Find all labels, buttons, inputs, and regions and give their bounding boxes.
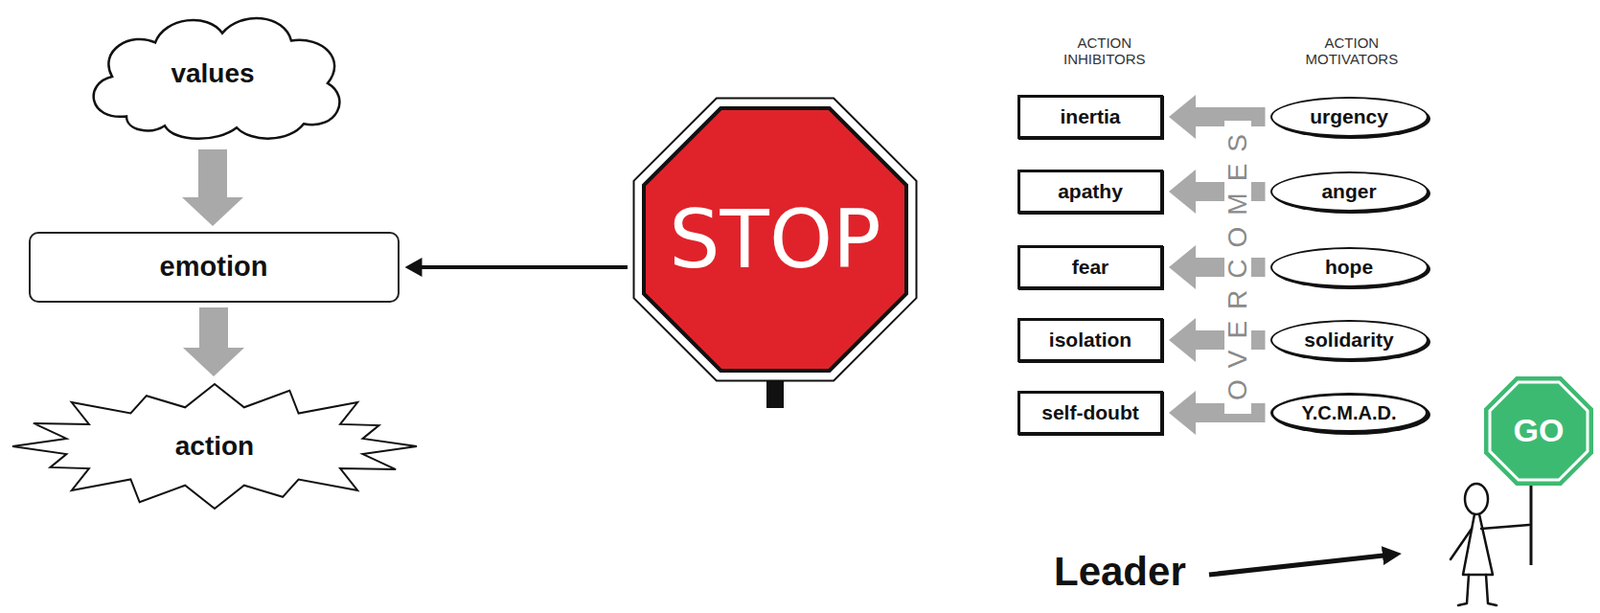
- sign-face: [643, 108, 907, 371]
- node-text: STOP: [668, 195, 881, 284]
- node-text: solidarity: [1303, 328, 1394, 351]
- column-heading: ACTION MOTIVATORS: [1305, 34, 1399, 69]
- node-text: hope: [1325, 255, 1373, 278]
- action-burst: action: [10, 382, 419, 511]
- node-text: Y.C.M.A.D.: [1302, 402, 1397, 424]
- figure-head: [1464, 483, 1488, 515]
- inhibitor-box: isolation: [1017, 318, 1164, 363]
- vertical-label: OVERCOMES: [1224, 120, 1252, 414]
- node-text: isolation: [1049, 328, 1132, 351]
- sign-rim: [1489, 382, 1588, 480]
- sign-rim: [634, 98, 917, 382]
- inhibitor-box: self-doubt: [1017, 390, 1164, 435]
- motivator-oval: hope: [1270, 247, 1429, 288]
- sign-face: [1484, 376, 1594, 486]
- column-heading: ACTION INHIBITORS: [1063, 34, 1146, 69]
- node-text: action: [175, 432, 254, 462]
- node-text: GO: [1513, 412, 1565, 449]
- burst-outline: [12, 384, 417, 509]
- node-text: urgency: [1309, 105, 1389, 128]
- inhibitor-box: apathy: [1017, 169, 1164, 214]
- node-text: values: [170, 59, 254, 90]
- node-text: inertia: [1059, 105, 1120, 128]
- figure-arms: [1450, 525, 1530, 560]
- node-text: anger: [1321, 180, 1376, 203]
- cloud-outline: [93, 18, 341, 139]
- node-text: fear: [1072, 255, 1110, 278]
- node-text: emotion: [160, 251, 269, 283]
- value-cloud: values: [68, 2, 357, 145]
- emotion-box: emotion: [28, 231, 400, 303]
- figure-legs: [1458, 574, 1497, 606]
- inhibitor-box: fear: [1017, 245, 1164, 290]
- arrow-connector: [421, 265, 629, 270]
- leader-arrow: [1209, 555, 1384, 575]
- caption-label: Leader: [1053, 549, 1187, 595]
- go-sign: GO: [1484, 376, 1594, 486]
- motivator-oval: anger: [1270, 171, 1429, 212]
- node-text: self-doubt: [1041, 401, 1139, 424]
- figure-body: [1462, 514, 1493, 575]
- block-arrow: [198, 149, 228, 199]
- stick-figure: [1450, 483, 1530, 606]
- stop-sign: STOP: [632, 96, 918, 409]
- inhibitor-box: inertia: [1017, 94, 1164, 139]
- block-arrow: [199, 307, 229, 349]
- motivator-oval: solidarity: [1270, 320, 1429, 361]
- node-text: apathy: [1057, 180, 1123, 203]
- motivator-oval: Y.C.M.A.D.: [1270, 392, 1429, 434]
- motivator-oval: urgency: [1270, 96, 1429, 138]
